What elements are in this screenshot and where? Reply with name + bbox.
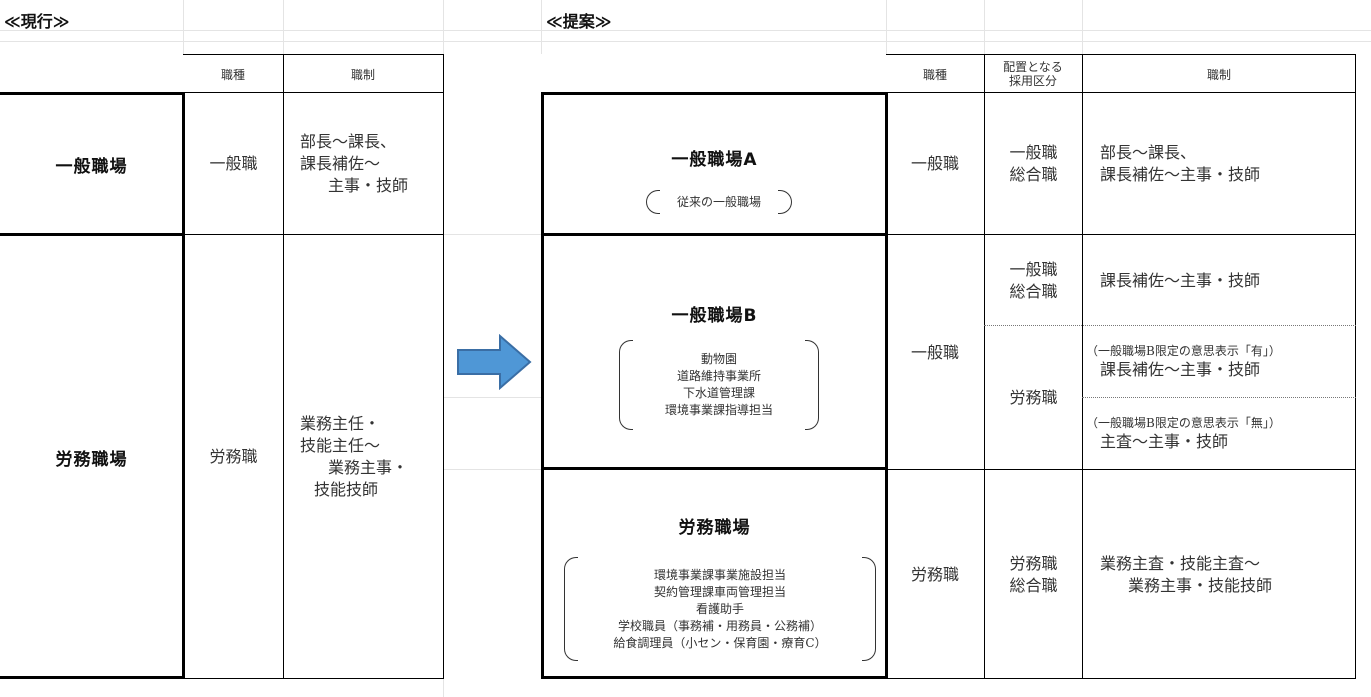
proposal-hiring-b2: 労務職 [1009,387,1058,407]
proposal-workplace-b: 一般職場B [671,305,758,326]
proposal-job-type-b: 一般職 [910,342,959,362]
right-arrow-icon [457,334,532,390]
proposal-rank-b3: （一般職場B限定の意思表示「無」） 主査～主事・技師 [1086,416,1281,451]
proposal-workplace-labor: 労務職場 [678,517,751,538]
current-job-type-labor: 労務職 [209,447,258,466]
proposal-rank-b1: 課長補佐～主事・技師 [1100,270,1261,290]
current-rank-labor: 業務主任・ 技能主任～ 業務主事・ 技能技師 [300,414,409,499]
proposal-rank-b2: （一般職場B限定の意思表示「有」） 課長補佐～主事・技師 [1086,344,1281,379]
proposal-workplace-column [541,92,888,679]
current-workplace-general: 一般職場 [55,156,128,177]
proposal-hiring-labor: 労務職 総合職 [1009,553,1058,595]
proposal-job-type-a: 一般職 [910,154,959,173]
current-header-job-type: 職種 [220,67,245,82]
proposal-job-type-labor: 労務職 [910,564,959,584]
proposal-title: ≪提案≫ [546,12,612,31]
current-rank-general: 部長～課長、 課長補佐～ 主事・技師 [300,132,409,195]
proposal-rank-a: 部長～課長、 課長補佐～主事・技師 [1100,143,1261,184]
current-job-type-general: 一般職 [209,154,258,173]
proposal-header-rank: 職制 [1206,67,1231,82]
proposal-hiring-a: 一般職 総合職 [1009,143,1058,184]
proposal-workplace-b-sub: 動物園 道路維持事業所 下水道管理課 環境事業課指導担当 [664,352,773,417]
current-workplace-column [0,92,185,679]
proposal-workplace-labor-sub: 環境事業課事業施設担当 契約管理課車両管理担当 看護助手 学校職員（事務補・用務… [613,567,827,650]
proposal-header-hiring: 配置となる 採用区分 [1003,60,1063,88]
current-title: ≪現行≫ [4,12,70,31]
proposal-workplace-a-sub: 従来の一般職場 [676,194,761,209]
proposal-rank-labor: 業務主査・技能主査～ 業務主事・技能技師 [1100,553,1273,595]
proposal-header-job-type: 職種 [922,67,947,82]
proposal-workplace-a: 一般職場A [671,149,758,170]
proposal-hiring-b1: 一般職 総合職 [1009,259,1058,301]
current-header-rank: 職制 [350,67,375,82]
current-workplace-labor: 労務職場 [55,449,128,470]
